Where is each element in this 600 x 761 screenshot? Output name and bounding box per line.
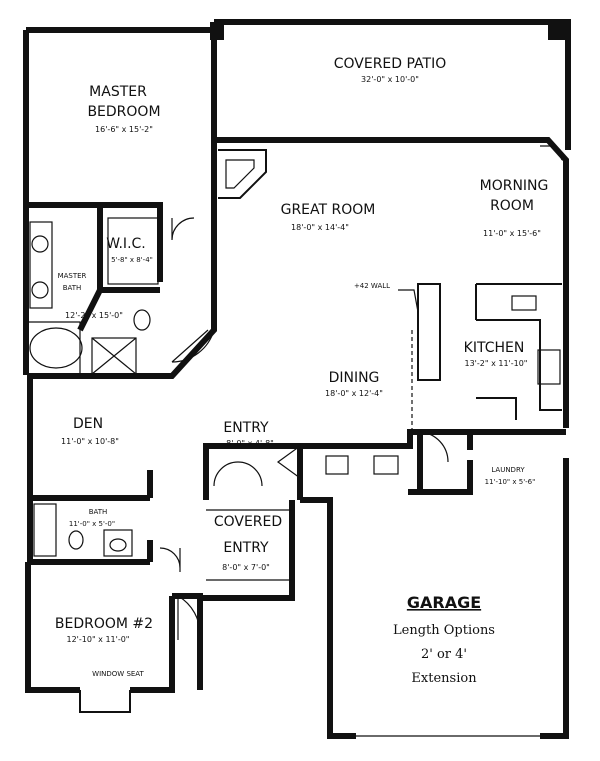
garage-note-1: Length Options bbox=[393, 623, 495, 638]
bedroom2-door bbox=[177, 595, 201, 640]
bath-vanity bbox=[103, 529, 133, 557]
vanity bbox=[29, 221, 53, 309]
labels: COVERED PATIO 32'-0" x 10'-0" MASTER BED… bbox=[55, 56, 548, 686]
master-bedroom-label-1: MASTER bbox=[89, 84, 147, 100]
bedroom2-dims: 12'-10" x 11'-0" bbox=[67, 635, 130, 644]
bedroom2-label: BEDROOM #2 bbox=[55, 616, 153, 632]
morning-room-dims: 11'-0" x 15'-6" bbox=[483, 229, 541, 238]
covered-patio-label: COVERED PATIO bbox=[334, 56, 447, 72]
master-bath-dims: 12'-2" x 15'-0" bbox=[65, 311, 123, 320]
entry-label: ENTRY bbox=[223, 420, 269, 436]
dryer bbox=[373, 455, 399, 475]
window-seat-bay bbox=[79, 690, 131, 713]
laundry-door bbox=[419, 431, 449, 463]
dining-label: DINING bbox=[329, 370, 380, 386]
covered-entry-label-2: ENTRY bbox=[223, 540, 269, 556]
covered-patio-walls bbox=[214, 19, 571, 150]
wall-note-leader bbox=[398, 289, 419, 313]
covered-entry-lines bbox=[206, 509, 292, 581]
covered-patio-dims: 32'-0" x 10'-0" bbox=[361, 75, 419, 84]
shower bbox=[91, 337, 137, 375]
wall-note: +42 WALL bbox=[354, 282, 390, 290]
laundry-dims: 11'-10" x 5'-6" bbox=[485, 478, 536, 486]
shower-x bbox=[91, 337, 137, 375]
morning-room-corner bbox=[540, 145, 563, 161]
garden-tub bbox=[29, 327, 83, 369]
bath-door bbox=[159, 547, 181, 572]
range bbox=[537, 349, 561, 385]
dining-dims: 18'-0" x 12'-4" bbox=[325, 389, 383, 398]
bath-sink bbox=[109, 538, 127, 552]
den-label: DEN bbox=[73, 416, 103, 432]
garage-note-2: 2' or 4' bbox=[421, 647, 467, 662]
garage-note-3: Extension bbox=[411, 671, 477, 686]
wic-dims: 5'-8" x 8'-4" bbox=[111, 256, 153, 264]
tub-surround bbox=[28, 321, 81, 374]
toilet-master bbox=[133, 309, 151, 331]
walls bbox=[23, 19, 571, 739]
bath-dims: 11'-0" x 5'-0" bbox=[69, 520, 115, 528]
master-bath-label-2: BATH bbox=[63, 284, 82, 292]
fireplace-hearth bbox=[225, 159, 255, 189]
great-room-label: GREAT ROOM bbox=[281, 202, 376, 218]
sink-2 bbox=[31, 281, 49, 299]
bath-toilet bbox=[68, 530, 84, 550]
entry-dims: 8'-0" x 4'-8" bbox=[226, 439, 274, 448]
garage-label: GARAGE bbox=[407, 593, 481, 612]
kitchen-laundry-walls bbox=[300, 429, 566, 495]
patio-post-right bbox=[548, 22, 566, 40]
patio-post-left bbox=[210, 22, 224, 40]
sink-1 bbox=[31, 235, 49, 253]
washer bbox=[325, 455, 349, 475]
fireplace-corner bbox=[218, 149, 267, 199]
master-bath-label-1: MASTER bbox=[58, 272, 87, 280]
den-bath-walls bbox=[28, 470, 153, 565]
great-room-dims: 18'-0" x 14'-4" bbox=[291, 223, 349, 232]
kitchen-dims: 13'-2" x 11'-10" bbox=[465, 359, 528, 368]
half-wall bbox=[417, 283, 441, 381]
master-door bbox=[171, 217, 195, 241]
wic-closet bbox=[107, 217, 159, 285]
window-seat-label: WINDOW SEAT bbox=[92, 670, 144, 678]
laundry-label: LAUNDRY bbox=[491, 466, 525, 474]
rear-wall bbox=[214, 137, 569, 428]
den-dims: 11'-0" x 10'-8" bbox=[61, 437, 119, 446]
master-bedroom-label-2: BEDROOM bbox=[87, 104, 160, 120]
entry-double-door bbox=[213, 461, 263, 487]
entry-glass-panel bbox=[276, 444, 301, 480]
kitchen-label: KITCHEN bbox=[464, 340, 525, 356]
covered-entry-dims: 8'-0" x 7'-0" bbox=[222, 563, 270, 572]
wic-label: W.I.C. bbox=[106, 236, 146, 252]
bath-label: BATH bbox=[89, 508, 108, 516]
front-walls bbox=[172, 443, 300, 690]
kitchen-counter bbox=[475, 283, 562, 420]
left-exterior-wall bbox=[23, 205, 175, 693]
kitchen-sink bbox=[511, 295, 537, 311]
bath-tub bbox=[33, 503, 57, 557]
master-entry-door bbox=[171, 329, 215, 363]
morning-room-label-1: MORNING bbox=[480, 178, 549, 194]
master-bedroom-dims: 16'-6" x 15'-2" bbox=[95, 125, 153, 134]
master-interior-walls bbox=[26, 140, 217, 379]
covered-entry-label-1: COVERED bbox=[214, 514, 282, 530]
morning-room-label-2: ROOM bbox=[490, 198, 534, 214]
